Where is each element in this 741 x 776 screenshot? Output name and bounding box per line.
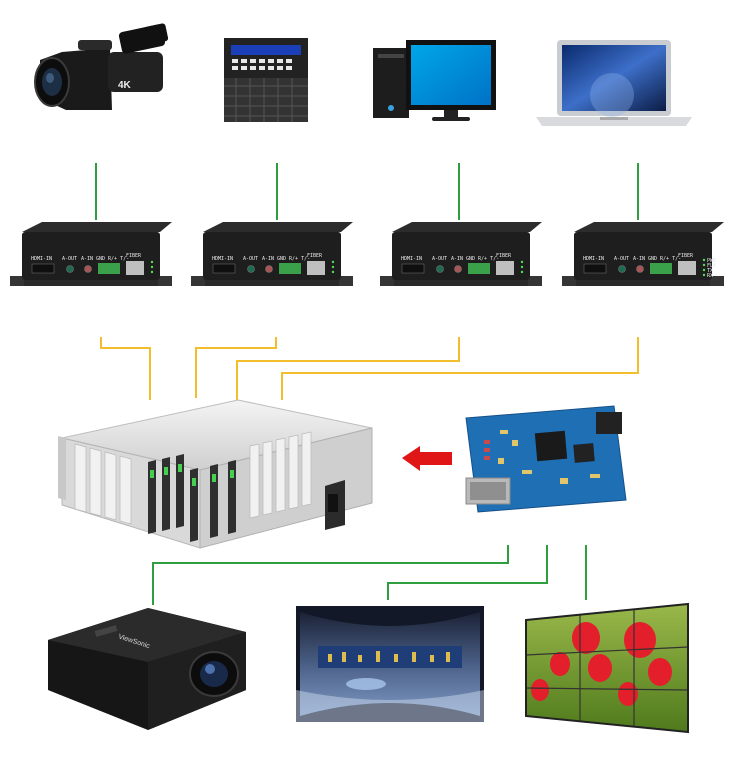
transmitter-aout-label: A-OUT xyxy=(432,256,447,262)
hdmi-input-lines xyxy=(95,163,639,220)
transmitter-hdmi-label: HDMI-IN xyxy=(401,256,422,262)
transmitter-data-label: GND R/+ T/- xyxy=(466,256,499,262)
transmitter-fiber-label: FIBER xyxy=(496,253,512,259)
led-label-rx: RX xyxy=(707,273,713,279)
matrix-switcher-icon xyxy=(224,38,308,122)
hdmi-output-lines xyxy=(152,545,587,605)
flow-arrow-icon xyxy=(402,446,452,471)
transmitter-ain-label: A-IN xyxy=(81,256,93,262)
transmitter-aout-label: A-OUT xyxy=(614,256,629,262)
transmitter-ain-label: A-IN xyxy=(633,256,645,262)
transmitter-3: HDMI-IN A-OUT A-IN GND R/+ T/- FIBER xyxy=(380,222,542,286)
transmitter-aout-label: A-OUT xyxy=(243,256,258,262)
transmitter-hdmi-label: HDMI-IN xyxy=(212,256,233,262)
output-line-projector xyxy=(152,545,509,605)
fiber-line-3 xyxy=(236,337,460,400)
projector-icon: ViewSonic xyxy=(48,608,246,730)
transmitter-1: HDMI-IN A-OUT A-IN GND R/+ T/- FIBER xyxy=(10,222,172,286)
transmitter-2: HDMI-IN A-OUT A-IN GND R/+ T/- FIBER xyxy=(191,222,353,286)
fiber-line-1 xyxy=(100,337,151,400)
camcorder-badge: 4K xyxy=(118,80,132,91)
transmitter-data-label: GND R/+ T/- xyxy=(96,256,129,262)
led-label-flk: FLK xyxy=(707,263,716,269)
circuit-board-icon xyxy=(465,405,627,513)
desktop-pc-icon xyxy=(373,40,496,121)
transmitter-ain-label: A-IN xyxy=(262,256,274,262)
output-line-screen xyxy=(387,545,548,600)
fiber-line-2 xyxy=(195,337,277,398)
led-label-tx: TX xyxy=(707,268,713,274)
transmitter-ain-label: A-IN xyxy=(451,256,463,262)
video-wall-icon xyxy=(525,602,689,734)
transmitter-4: PWR FLK TX RX HDMI-IN A-OUT A-IN GND R/+… xyxy=(562,222,724,286)
transmitter-hdmi-label: HDMI-IN xyxy=(31,256,52,262)
fiber-lines xyxy=(100,337,639,400)
transmitter-fiber-label: FIBER xyxy=(678,253,694,259)
status-leds: PWR FLK TX RX xyxy=(702,258,717,279)
led-label-pwr: PWR xyxy=(707,258,717,264)
transmitter-fiber-label: FIBER xyxy=(307,253,323,259)
transmitter-data-label: GND R/+ T/- xyxy=(277,256,310,262)
active-cards xyxy=(148,454,236,542)
camcorder-icon: 4K xyxy=(34,23,169,110)
transmitter-aout-label: A-OUT xyxy=(62,256,77,262)
transmitter-data-label: GND R/+ T/- xyxy=(648,256,681,262)
transmitter-fiber-label: FIBER xyxy=(126,253,142,259)
rack-chassis xyxy=(58,399,373,549)
curved-screen-icon xyxy=(296,606,484,722)
laptop-icon xyxy=(536,40,692,126)
transmitter-hdmi-label: HDMI-IN xyxy=(583,256,604,262)
fiber-line-4 xyxy=(281,337,639,400)
